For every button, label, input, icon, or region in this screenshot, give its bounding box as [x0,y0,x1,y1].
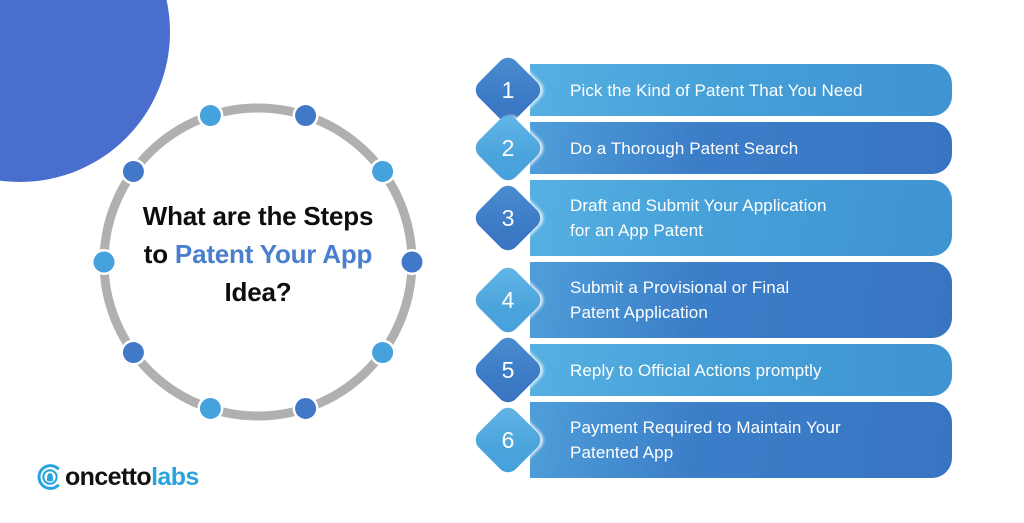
brand-logo: oncettolabs [36,461,199,493]
ring-dot [93,251,115,273]
step-bar[interactable]: Payment Required to Maintain Your Patent… [530,402,952,478]
step-number-diamond[interactable]: 6 [471,403,545,477]
ring-graphic: What are the Steps to Patent Your App Id… [78,82,438,442]
step-row[interactable]: Pick the Kind of Patent That You Need 1 [471,53,952,127]
step-bar[interactable]: Do a Thorough Patent Search [530,122,952,174]
ring-dot [295,105,317,127]
ring-dot [372,160,394,182]
step-number: 2 [501,134,515,161]
step-number: 6 [501,426,515,453]
step-label: Payment Required to Maintain Your Patent… [570,418,841,462]
step-label: Reply to Official Actions promptly [570,360,822,380]
title-line-1: What are the Steps [142,201,374,231]
step-number: 1 [501,76,515,103]
step-row[interactable]: Submit a Provisional or Final Patent App… [471,262,952,338]
step-number-diamond[interactable]: 2 [471,111,545,185]
step-number-diamond[interactable]: 4 [471,263,545,337]
page-title: What are the Steps to Patent Your App Id… [108,197,408,311]
ring-svg [91,102,425,422]
concetto-c-mark-icon [37,464,60,490]
step-number: 5 [501,356,515,383]
step-bar[interactable]: Reply to Official Actions promptly [530,344,952,396]
step-row[interactable]: Draft and Submit Your Application for an… [471,180,952,256]
step-number: 3 [501,204,515,231]
ring-dot [199,397,221,419]
ring-dot [199,105,221,127]
logo-wordmark: oncettolabs [65,463,199,491]
ring-dot [295,397,317,419]
step-label: Draft and Submit Your Application for an… [570,196,827,240]
logo-text-labs: labs [151,463,199,491]
step-row[interactable]: Reply to Official Actions promptly 5 [471,333,952,407]
title-accent: Patent Your App [174,239,373,269]
step-label: Submit a Provisional or Final Patent App… [570,278,790,322]
step-bar[interactable]: Draft and Submit Your Application for an… [530,180,952,256]
ring-dot [401,251,423,273]
title-line-3: Idea? [224,277,292,307]
step-label: Do a Thorough Patent Search [570,138,799,158]
ring-dot [372,342,394,364]
step-bar[interactable]: Submit a Provisional or Final Patent App… [530,262,952,338]
step-number-diamond[interactable]: 5 [471,333,545,407]
logo-text-concetto: oncetto [65,463,152,491]
step-row[interactable]: Payment Required to Maintain Your Patent… [471,402,952,478]
step-label: Pick the Kind of Patent That You Need [570,80,863,100]
title-line-2-prefix: to [143,239,175,269]
step-bar[interactable]: Pick the Kind of Patent That You Need [530,64,952,116]
ring-dot [122,342,144,364]
ring-dots [91,102,425,422]
step-row[interactable]: Do a Thorough Patent Search 2 [471,111,952,185]
step-number: 4 [501,286,515,313]
title-line-2: to Patent Your App [108,235,408,273]
step-number-diamond[interactable]: 3 [471,181,545,255]
ring-dot [122,160,144,182]
